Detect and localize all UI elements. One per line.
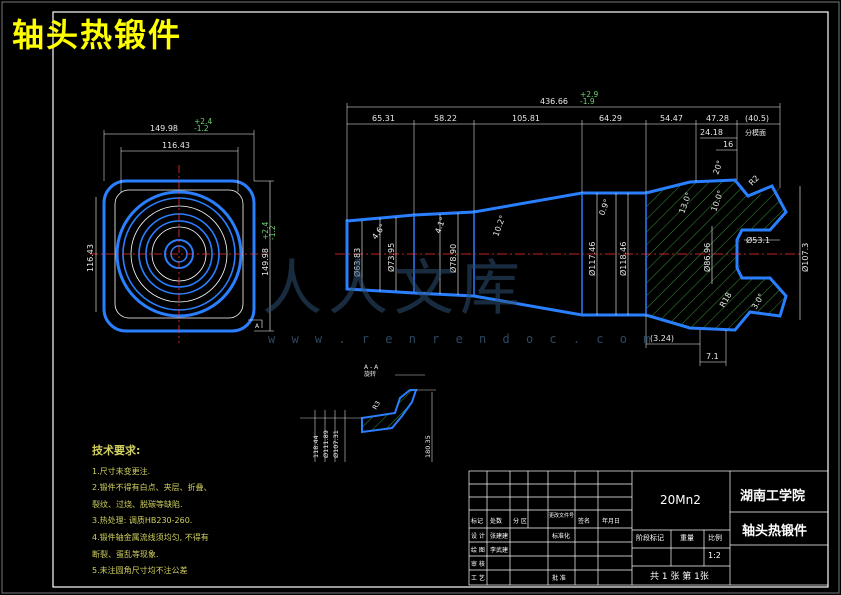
section-dim-1: 118.44 xyxy=(312,435,320,458)
note-7: 5.未注圆角尺寸均不注公差 xyxy=(92,566,188,576)
section-label: A - A xyxy=(364,364,379,371)
tb-r1-c1: 张建建 xyxy=(490,533,509,540)
tb-r0-c0: 标记 xyxy=(471,518,484,525)
dia-3: Ø78.90 xyxy=(448,244,458,273)
dia-4: Ø117.46 xyxy=(587,242,597,276)
scale-label: 比例 xyxy=(708,534,722,542)
dim-flange-16: 16 xyxy=(723,140,733,149)
note-1: 1.尺寸未变更注. xyxy=(92,466,151,476)
tb-r0-c3: 更改文件号 xyxy=(549,513,575,519)
tb-r2-c0: 绘 图 xyxy=(471,547,485,554)
dia-1: Ø63.83 xyxy=(352,248,362,277)
angle-1: 4.6° xyxy=(370,222,387,241)
svg-text:+2.9: +2.9 xyxy=(580,90,598,99)
tb-r4-c0: 工 艺 xyxy=(471,575,485,582)
tb-r0-c1: 处数 xyxy=(490,518,503,525)
note-2: 2.锻件不得有白点、夹层、折叠、 xyxy=(92,483,212,493)
dia-7: Ø107.3 xyxy=(800,243,810,272)
section-dim-3: Ø107.31 xyxy=(332,430,340,458)
tb-r1-c0: 设 计 xyxy=(471,533,485,540)
angle-3: 10.2° xyxy=(491,214,507,238)
section-sublabel: 旋转 xyxy=(364,370,376,378)
tb-r0-c4: 签名 xyxy=(578,518,591,525)
dim-bottom-left: (3.24) xyxy=(650,334,674,343)
dim-front-right-height: 149.98 xyxy=(261,248,270,276)
note-6: 断裂、蛋乱等现象. xyxy=(92,549,159,559)
section-dim-2: Ø111.89 xyxy=(322,430,330,458)
tb-r3-c0: 审 核 xyxy=(471,561,485,568)
parting-plane-label: 分模面 xyxy=(745,128,766,137)
svg-text:A: A xyxy=(255,323,260,330)
radius-1: R2 xyxy=(747,174,761,188)
section-view xyxy=(300,374,436,462)
angle-2: 4.1° xyxy=(433,216,447,235)
end-view xyxy=(90,130,274,343)
svg-text:-1.2: -1.2 xyxy=(268,225,277,240)
dia-6: Ø86.96 xyxy=(702,243,712,272)
tb-r0-c2: 分 区 xyxy=(513,518,527,525)
tb-r4-c3: 批 准 xyxy=(552,575,566,582)
note-4: 3.热处理: 调质HB230-260. xyxy=(92,516,193,526)
technical-notes: 技术要求: 1.尺寸未变更注. 2.锻件不得有白点、夹层、折叠、 裂纹、过烧、脱… xyxy=(92,443,212,580)
tb-r2-c1: 李武建 xyxy=(490,547,509,554)
dim-seg-7: (40.5) xyxy=(745,114,769,123)
dim-front-left-height: 116.43 xyxy=(86,244,95,272)
angle-7: 20° xyxy=(711,159,724,175)
note-5: 4.锻件轴金属流线须均匀, 不得有 xyxy=(92,532,209,542)
dia-5: Ø118.46 xyxy=(618,242,628,276)
dim-seg-1: 65.31 xyxy=(372,114,395,123)
note-3: 裂纹、过烧、脱碳等缺陷. xyxy=(92,499,183,509)
dim-front-width: 149.98 xyxy=(150,124,178,133)
svg-text:+2.4: +2.4 xyxy=(261,222,270,240)
title-block xyxy=(468,470,829,586)
tb-r1-c3: 标准化 xyxy=(552,533,571,540)
dim-seg-4: 64.29 xyxy=(599,114,622,123)
dim-seg-6: 47.28 xyxy=(706,114,729,123)
dim-seg-3: 105.81 xyxy=(512,114,540,123)
section-dim-4: 180.35 xyxy=(424,435,432,458)
stage-mark-label: 阶段标记 xyxy=(636,534,664,542)
section-dim-5: R3 xyxy=(371,400,382,411)
dim-flange-24: 24.18 xyxy=(700,128,723,137)
dim-bottom-right: 7.1 xyxy=(706,352,719,361)
watermark-logo: 人人文库 xyxy=(262,254,526,324)
angle-4: 0.9° xyxy=(597,198,611,217)
sheet-count: 共 1 张 第 1张 xyxy=(650,572,709,582)
svg-text:+2.4: +2.4 xyxy=(194,117,212,126)
school-name: 湖南工学院 xyxy=(740,489,806,504)
inner-frame xyxy=(52,11,829,588)
dim-front-inner-width: 116.43 xyxy=(162,141,190,150)
watermark-url: w w w . r e n r e n d o c . c o m xyxy=(268,332,655,346)
scale-value: 1:2 xyxy=(708,551,721,560)
dim-seg-2: 58.22 xyxy=(434,114,457,123)
notes-heading: 技术要求: xyxy=(92,444,141,457)
material-label: 20Mn2 xyxy=(660,493,701,507)
dim-total-length: 436.66 xyxy=(540,97,568,106)
drawing-title: 轴头热锻件 xyxy=(12,16,183,54)
dia-2: Ø73.95 xyxy=(386,243,396,272)
svg-text:-1.2: -1.2 xyxy=(194,124,209,133)
weight-label: 重量 xyxy=(680,534,694,542)
dia-8: Ø53.1 xyxy=(746,235,770,245)
tb-r0-c5: 年月日 xyxy=(602,518,621,525)
part-name: 轴头热锻件 xyxy=(742,524,808,539)
dim-seg-5: 54.47 xyxy=(660,114,683,123)
side-view xyxy=(335,103,801,366)
svg-text:-1.9: -1.9 xyxy=(580,97,595,106)
